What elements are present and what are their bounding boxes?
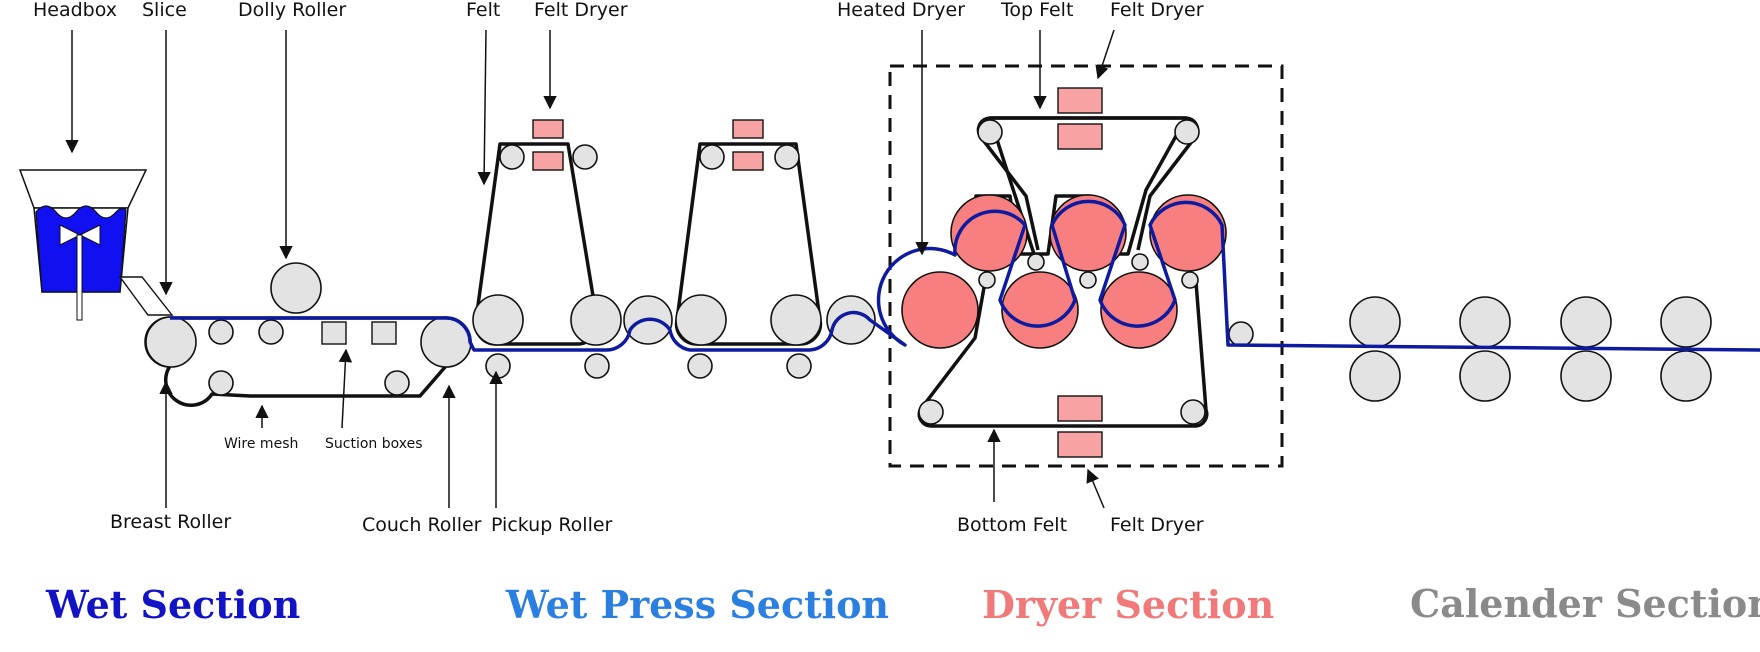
guide-roller — [1079, 271, 1097, 289]
label-headbox: Headbox — [33, 0, 117, 21]
dryer-section — [888, 64, 1284, 468]
pickup-roller — [485, 353, 511, 379]
suction-box — [321, 321, 347, 345]
felt-dryer-heater — [532, 151, 564, 171]
wet-press-section — [472, 119, 876, 379]
exit-roller — [1228, 321, 1254, 347]
label-suction-boxes: Suction boxes — [325, 436, 423, 452]
guide-roller — [1131, 253, 1149, 271]
return-roller — [208, 370, 234, 396]
table-roller — [208, 319, 234, 345]
felt-dryer-heater — [732, 119, 764, 139]
heated-dryer — [1049, 194, 1127, 272]
felt-dryer-heater — [532, 119, 564, 139]
slice — [118, 276, 174, 316]
callout-arrows — [65, 29, 1115, 509]
wire-mesh-belt — [144, 316, 472, 407]
top-felt-roller — [977, 119, 1003, 145]
guide-roller — [1027, 253, 1045, 271]
bottom-felt-dryer-heater — [1057, 395, 1103, 422]
paper-web — [170, 199, 1760, 352]
section-title-wet-press: Wet Press Section — [505, 582, 889, 627]
label-bottom-felt: Bottom Felt — [957, 514, 1067, 536]
calender-roller — [1660, 350, 1712, 402]
label-pickup-roller: Pickup Roller — [491, 514, 613, 536]
felt-roller — [774, 144, 800, 170]
breast-roller — [145, 316, 197, 368]
felt-dryer-heater — [732, 151, 764, 171]
calender-section — [1349, 296, 1712, 402]
felt-roller — [572, 144, 598, 170]
calender-roller — [1349, 296, 1401, 348]
label-felt-dryer-press: Felt Dryer — [534, 0, 628, 21]
felt-return-roller — [584, 353, 610, 379]
felt-roller — [499, 144, 525, 170]
top-felt-dryer-heater — [1057, 123, 1103, 150]
bottom-felt-dryer-heater — [1057, 431, 1103, 458]
label-felt-dryer-top: Felt Dryer — [1110, 0, 1204, 21]
heated-dryer — [1001, 271, 1079, 349]
calender-roller — [1459, 296, 1511, 348]
calender-roller — [1459, 350, 1511, 402]
heated-dryer — [1149, 194, 1227, 272]
guide-roller — [978, 271, 996, 289]
calender-roller — [1660, 296, 1712, 348]
calender-roller — [1560, 296, 1612, 348]
transfer-roller — [826, 295, 876, 345]
press-roller — [770, 294, 822, 346]
section-title-wet: Wet Section — [45, 582, 300, 627]
top-felt-roller — [1174, 119, 1200, 145]
label-top-felt: Top Felt — [1000, 0, 1073, 21]
calender-roller — [1560, 350, 1612, 402]
press-roller — [675, 294, 727, 346]
label-felt: Felt — [466, 0, 500, 21]
suction-box — [371, 321, 397, 345]
return-roller — [384, 370, 410, 396]
heated-dryer — [950, 194, 1028, 272]
headbox — [18, 169, 148, 321]
press-roller — [472, 294, 524, 346]
top-felt-dryer-heater — [1057, 87, 1103, 114]
table-roller — [258, 319, 284, 345]
wet-section — [18, 169, 472, 407]
felt-return-roller — [687, 353, 713, 379]
calender-roller — [1349, 350, 1401, 402]
label-heated-dryer: Heated Dryer — [837, 0, 965, 21]
heated-dryer — [901, 271, 979, 349]
press-roller — [570, 294, 622, 346]
bottom-felt-roller — [1180, 399, 1206, 425]
dolly-roller — [270, 262, 322, 314]
label-couch-roller: Couch Roller — [362, 514, 482, 536]
guide-roller — [1181, 271, 1199, 289]
label-breast-roller: Breast Roller — [110, 511, 231, 533]
section-title-calender: Calender Section — [1410, 581, 1760, 626]
section-title-dryer: Dryer Section — [982, 582, 1274, 627]
heated-dryer — [1100, 271, 1178, 349]
label-felt-dryer-bottom: Felt Dryer — [1110, 514, 1204, 536]
felt-roller — [699, 144, 725, 170]
label-slice: Slice — [142, 0, 187, 21]
label-dolly-roller: Dolly Roller — [238, 0, 346, 21]
felt-return-roller — [786, 353, 812, 379]
label-wire-mesh: Wire mesh — [224, 436, 298, 452]
bottom-felt-roller — [918, 399, 944, 425]
